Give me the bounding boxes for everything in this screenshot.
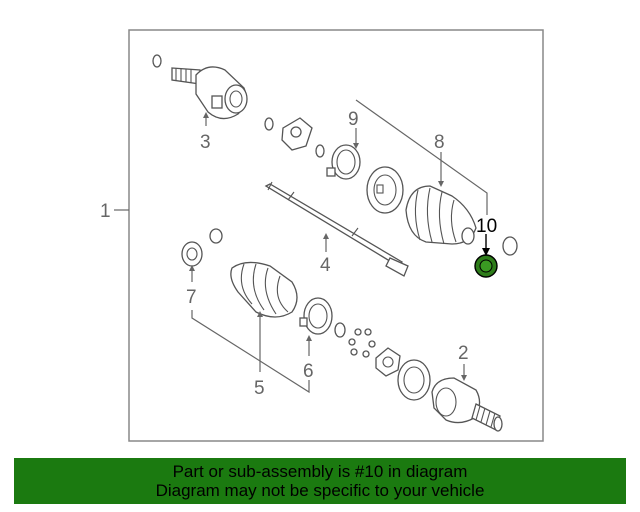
banner-line-1: Part or sub-assembly is #10 in diagram xyxy=(172,462,468,481)
callout-3: 3 xyxy=(200,132,211,153)
part-3-inner-housing xyxy=(152,54,248,120)
part-9-clamp xyxy=(326,144,361,180)
part-2-outer-joint xyxy=(431,377,503,432)
leader-7-bracket xyxy=(191,310,310,394)
part-4-shaft xyxy=(264,181,409,277)
part-6-clamp xyxy=(299,297,333,335)
callout-8: 8 xyxy=(434,132,445,153)
parts-diagram: 1 3 9 8 xyxy=(100,29,544,442)
callout-2: 2 xyxy=(458,343,469,364)
leader-8-bracket xyxy=(355,99,488,215)
callout-9: 9 xyxy=(348,109,359,130)
part-ring-right xyxy=(502,236,518,256)
part-spider-and-rings xyxy=(264,117,325,158)
diagram-frame xyxy=(128,29,544,442)
part-10-highlighted xyxy=(474,254,498,278)
callout-5: 5 xyxy=(254,378,265,399)
callout-4: 4 xyxy=(320,255,331,276)
part-inner-race xyxy=(375,347,431,401)
callout-1: 1 xyxy=(100,201,111,222)
part-cage xyxy=(366,166,404,214)
part-ring-a xyxy=(209,228,223,244)
part-balls xyxy=(334,322,376,358)
callout-7: 7 xyxy=(186,287,197,308)
part-7 xyxy=(181,241,203,267)
banner-line-2: Diagram may not be specific to your vehi… xyxy=(155,481,485,500)
callout-10: 10 xyxy=(476,216,497,237)
part-5-boot xyxy=(230,261,298,318)
part-8-boot xyxy=(405,185,477,245)
info-banner: Part or sub-assembly is #10 in diagram D… xyxy=(14,458,626,504)
callout-6: 6 xyxy=(303,361,314,382)
